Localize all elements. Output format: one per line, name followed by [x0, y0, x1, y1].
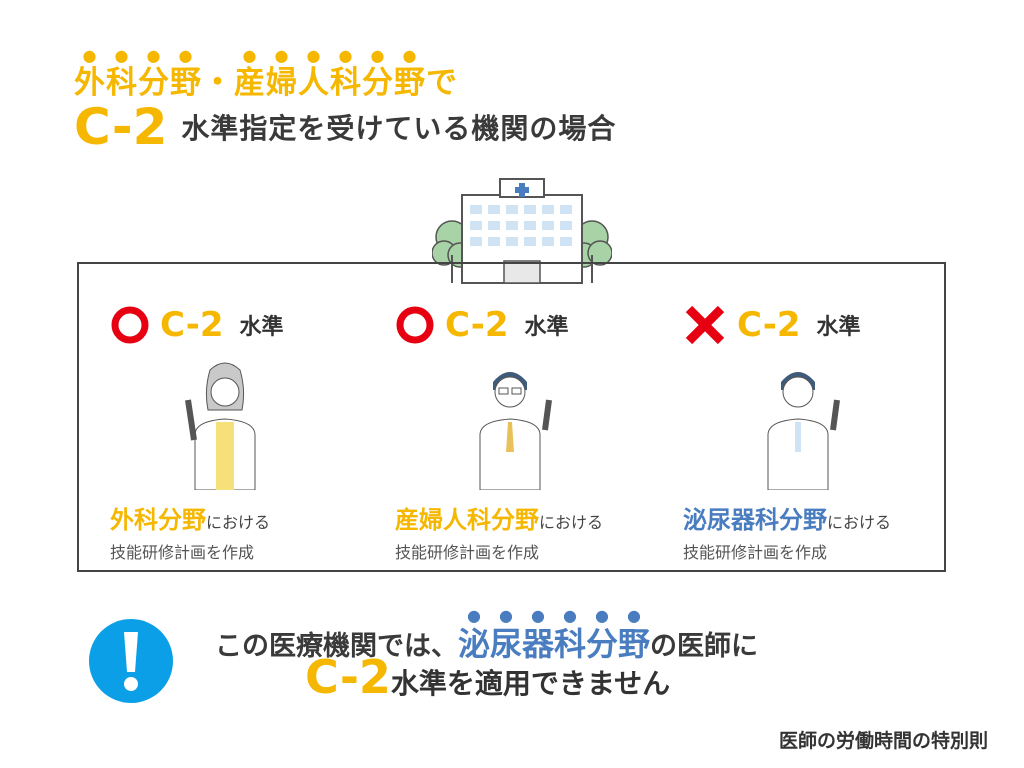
column-urology: C-2 水準 泌尿器科分野における 技能研修計画を作成	[683, 300, 943, 563]
column-surgery: C-2 水準 外科分野における 技能研修計画を作成	[110, 300, 370, 563]
field-name: 外科分野	[110, 506, 206, 534]
title-particle: で	[426, 65, 458, 101]
hospital-icon	[432, 178, 612, 284]
title-rest: 水準指定を受けている機関の場合	[181, 112, 617, 145]
level-label: C-2	[160, 305, 224, 345]
caption-field: 産婦人科分野における	[395, 500, 655, 535]
message-line-1: この医療機関では、泌尿器科分野の医師に	[215, 606, 758, 665]
female-doctor-illustration	[185, 362, 256, 491]
field-surgery: 外科分野	[74, 65, 202, 101]
title-line-1: 外科分野・産婦人科分野で	[74, 46, 458, 102]
level-label: C-2	[445, 305, 509, 345]
levels-panel	[77, 262, 946, 572]
caption-field: 外科分野における	[110, 500, 370, 535]
male-doctor-illustration	[767, 372, 840, 491]
cross-ng-icon	[685, 305, 725, 345]
level-label: C-2	[74, 98, 168, 156]
message-rest: 水準を適用できません	[390, 667, 671, 700]
message-level: C-2	[305, 650, 391, 704]
caption-plan: 技能研修計画を作成	[683, 543, 828, 562]
message-line-2: C-2水準を適用できません	[305, 650, 670, 704]
level-label: C-2	[737, 305, 801, 345]
level-suffix: 水準	[524, 315, 569, 340]
message-pre: この医療機関では、	[215, 631, 458, 662]
separator: ・	[202, 65, 234, 101]
field-suffix: における	[206, 513, 271, 532]
circle-ok-icon	[396, 306, 434, 344]
message-field: 泌尿器科分野	[458, 625, 651, 663]
caption-plan: 技能研修計画を作成	[395, 543, 540, 562]
level-suffix: 水準	[239, 315, 284, 340]
circle-ok-icon	[111, 306, 149, 344]
footer-label: 医師の労働時間の特別則	[778, 730, 988, 752]
male-doctor-glasses-illustration	[479, 372, 552, 491]
caption-plan: 技能研修計画を作成	[110, 543, 255, 562]
level-suffix: 水準	[816, 315, 861, 340]
message-post: の医師に	[650, 631, 759, 662]
column-obgyn: C-2 水準 産婦人科分野における 技能研修計画を作成	[395, 300, 655, 563]
field-suffix: における	[827, 513, 892, 532]
field-name: 泌尿器科分野	[683, 506, 827, 534]
exclamation-icon	[89, 619, 173, 703]
field-name: 産婦人科分野	[395, 506, 539, 534]
title-line-2: C-2 水準指定を受けている機関の場合	[74, 98, 616, 156]
field-suffix: における	[539, 513, 604, 532]
field-obgyn: 産婦人科分野	[234, 65, 426, 101]
caption-field: 泌尿器科分野における	[683, 500, 943, 535]
